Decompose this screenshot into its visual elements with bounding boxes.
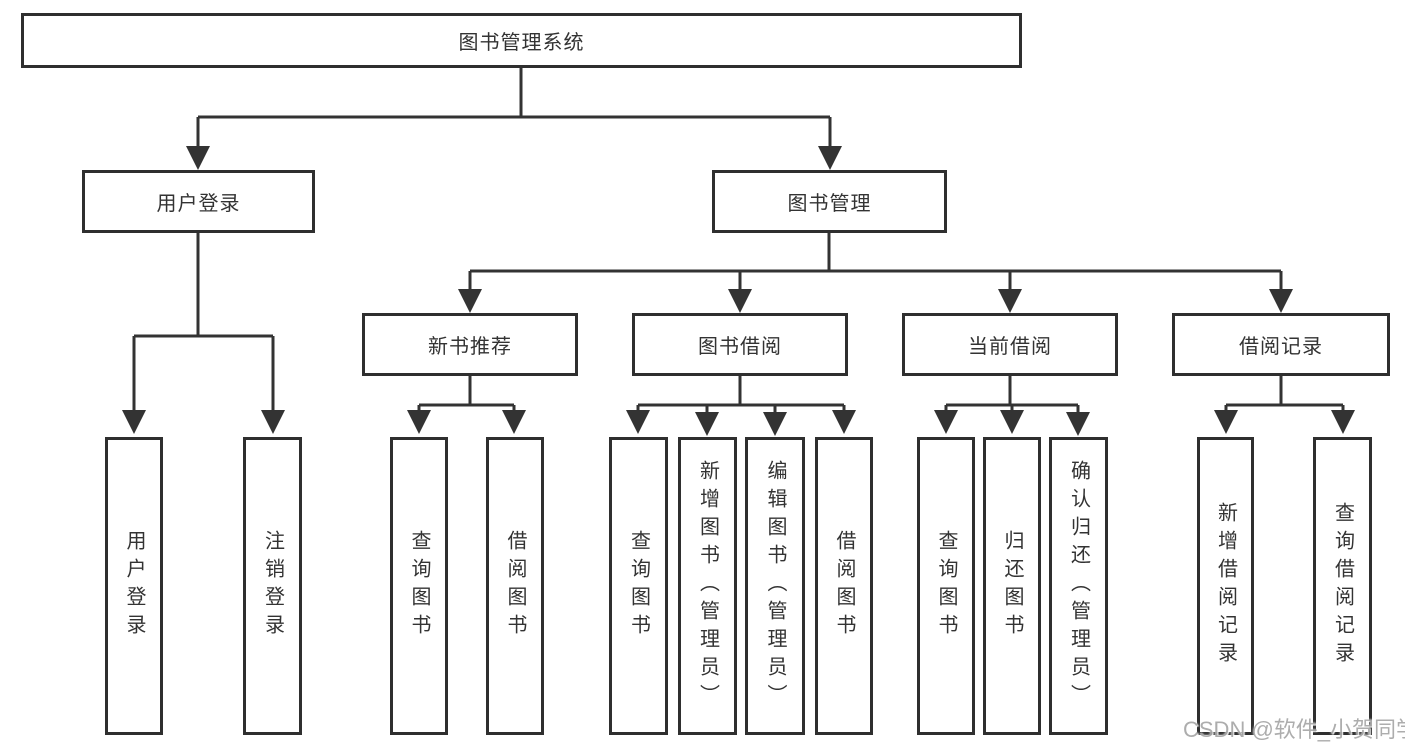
node-leaf-current-confirm: 确认归还（管理员） <box>1049 437 1108 735</box>
node-leaf-current-query: 查询图书 <box>917 437 975 735</box>
node-leaf-records-query-label: 查询借阅记录 <box>1331 502 1354 670</box>
node-user-login-label: 用户登录 <box>156 193 241 215</box>
node-borrow-records: 借阅记录 <box>1172 313 1390 376</box>
node-leaf-borrowing-edit: 编辑图书（管理员） <box>745 437 805 735</box>
node-leaf-current-return-label: 归还图书 <box>1001 530 1023 642</box>
node-leaf-user-login-label: 用户登录 <box>123 530 145 642</box>
node-current-borrowing-label: 当前借阅 <box>968 336 1052 358</box>
node-new-books: 新书推荐 <box>362 313 578 376</box>
node-new-books-label: 新书推荐 <box>428 336 512 358</box>
csdn-watermark: CSDN @软件_小贺同学 <box>1183 717 1405 742</box>
node-leaf-user-login: 用户登录 <box>105 437 163 735</box>
node-leaf-current-query-label: 查询图书 <box>935 530 957 642</box>
node-root: 图书管理系统 <box>21 13 1022 68</box>
node-leaf-current-return: 归还图书 <box>983 437 1041 735</box>
node-leaf-borrowing-add: 新增图书（管理员） <box>678 437 737 735</box>
node-leaf-records-add-label: 新增借阅记录 <box>1214 502 1237 670</box>
node-leaf-logout-label: 注销登录 <box>261 530 284 642</box>
node-leaf-logout: 注销登录 <box>243 437 302 735</box>
node-user-login: 用户登录 <box>82 170 315 233</box>
node-leaf-borrowing-query: 查询图书 <box>609 437 668 735</box>
node-leaf-newbooks-query: 查询图书 <box>390 437 448 735</box>
node-leaf-records-query: 查询借阅记录 <box>1313 437 1372 735</box>
node-leaf-newbooks-borrow-label: 借阅图书 <box>504 530 526 642</box>
node-leaf-current-confirm-label: 确认归还（管理员） <box>1067 460 1090 712</box>
node-leaf-borrowing-edit-label: 编辑图书（管理员） <box>764 460 786 712</box>
node-leaf-borrowing-add-label: 新增图书（管理员） <box>696 460 719 712</box>
node-book-borrowing: 图书借阅 <box>632 313 848 376</box>
node-book-mgmt-label: 图书管理 <box>787 193 872 215</box>
node-current-borrowing: 当前借阅 <box>902 313 1118 376</box>
node-leaf-borrowing-borrow: 借阅图书 <box>815 437 873 735</box>
node-leaf-newbooks-query-label: 查询图书 <box>408 530 430 642</box>
node-book-borrowing-label: 图书借阅 <box>698 336 782 358</box>
node-leaf-records-add: 新增借阅记录 <box>1197 437 1254 735</box>
node-book-mgmt: 图书管理 <box>712 170 947 233</box>
node-leaf-borrowing-borrow-label: 借阅图书 <box>833 530 855 642</box>
node-leaf-borrowing-query-label: 查询图书 <box>627 530 650 642</box>
node-borrow-records-label: 借阅记录 <box>1239 336 1323 358</box>
node-root-label: 图书管理系统 <box>458 32 585 54</box>
node-leaf-newbooks-borrow: 借阅图书 <box>486 437 544 735</box>
